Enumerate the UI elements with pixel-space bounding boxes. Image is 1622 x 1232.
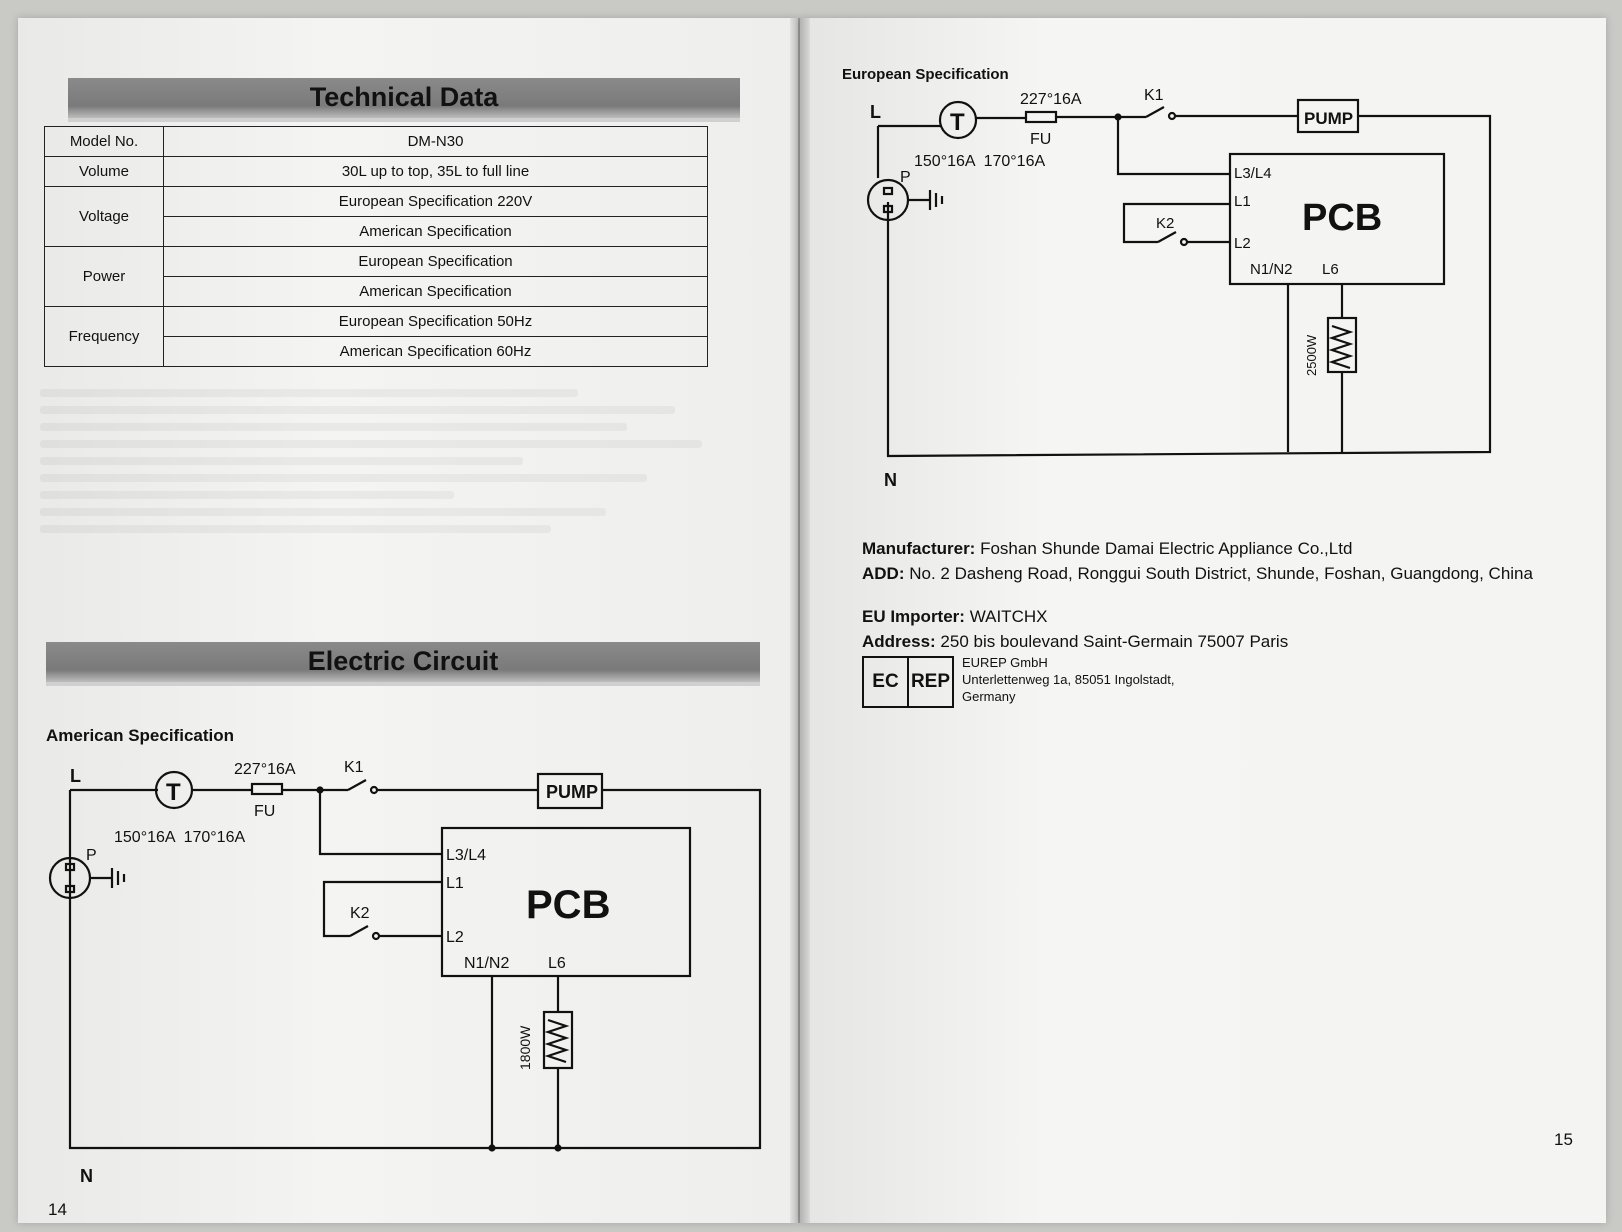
am-fu-label: FU [254,803,275,820]
add-value: No. 2 Dasheng Road, Ronggui South Distri… [909,564,1533,583]
am-k1-label: K1 [344,759,364,776]
am-heater-rating: 1800W [517,1025,533,1070]
eu-fu-label: FU [1030,131,1051,148]
address-label: Address: [862,632,936,651]
eu-thermostat-symbol: T [950,109,965,136]
electric-circuit-title: Electric Circuit [307,646,499,676]
eu-pcb-label: PCB [1302,197,1382,239]
row-value-voltage-us: American Specification [163,216,708,247]
add-label: ADD: [862,564,905,583]
european-spec-label: European Specification [842,66,1009,83]
eu-l-label: L [870,102,881,122]
add-line: ADD: No. 2 Dasheng Road, Ronggui South D… [862,561,1533,586]
page-number-right: 15 [1554,1130,1573,1149]
table-row: Volume 30L up to top, 35L to full line [44,156,708,187]
eu-l3l4-label: L3/L4 [1234,165,1272,182]
row-value-voltage-eu: European Specification 220V [163,186,708,217]
address-value: 250 bis boulevand Saint-Germain 75007 Pa… [940,632,1289,651]
table-row: Power European Specification [44,246,708,307]
book-gutter [790,18,810,1223]
row-label-frequency: Frequency [44,306,164,367]
eu-l2-label: L2 [1234,235,1251,252]
eu-n1n2-label: N1/N2 [1250,261,1293,278]
address-line: Address: 250 bis boulevand Saint-Germain… [862,629,1533,654]
row-value-volume: 30L up to top, 35L to full line [163,156,708,187]
eurep-line2: Unterlettenweg 1a, 85051 Ingolstadt, [962,672,1175,687]
eu-pump-label: PUMP [1304,109,1353,128]
am-l6-label: L6 [548,955,566,972]
ec-rep-symbol: EC REP [862,656,954,708]
eurep-address: EUREP GmbH Unterlettenweg 1a, 85051 Ingo… [962,654,1174,705]
row-value-frequency-us: American Specification 60Hz [163,336,708,367]
am-thermostat-symbol: T [166,779,181,806]
rep-text: REP [907,658,952,706]
eu-n-label: N [884,470,897,490]
manufacturer-line: Manufacturer: Foshan Shunde Damai Electr… [862,536,1533,561]
american-spec-label: American Specification [46,726,235,745]
row-value-power-eu: European Specification [163,246,708,277]
eu-l1-label: L1 [1234,193,1251,210]
page-right [800,18,1606,1223]
european-circuit-diagram: L T 227°16A FU 150°16A 170°16A K1 PUMP P… [866,87,1492,490]
am-thermostat-rating: 150°16A 170°16A [114,829,245,846]
row-value-frequency-eu: European Specification 50Hz [163,306,708,337]
eurep-line1: EUREP GmbH [962,655,1048,670]
row-label-voltage: Voltage [44,186,164,247]
table-row: Voltage European Specification 220V [44,186,708,247]
am-l1-label: L1 [446,875,464,892]
table-row: American Specification [45,216,708,247]
eu-l6-label: L6 [1322,261,1339,278]
am-p-label: P [86,847,97,864]
importer-label: EU Importer: [862,607,965,626]
importer-line: EU Importer: WAITCHX [862,604,1533,629]
american-circuit-diagram: L T 227°16A FU 150°16A 170°16A K1 PUMP P… [48,759,762,1186]
technical-data-title: Technical Data [309,82,499,112]
page-number-left: 14 [48,1200,67,1219]
eu-p-label: P [900,169,911,186]
manufacturer-info: Manufacturer: Foshan Shunde Damai Electr… [862,536,1533,654]
technical-data-table: Model No. DM-N30 Volume 30L up to top, 3… [44,126,708,367]
eurep-line3: Germany [962,689,1016,704]
row-value-power-us: American Specification [163,276,708,307]
manufacturer-value: Foshan Shunde Damai Electric Appliance C… [980,539,1353,558]
electric-circuit-header: Electric Circuit [46,642,760,686]
am-pump-label: PUMP [546,782,598,802]
importer-value: WAITCHX [969,607,1048,626]
am-l3l4-label: L3/L4 [446,847,486,864]
am-fuse-rating: 227°16A [234,761,296,778]
eu-k2-label: K2 [1156,215,1174,232]
row-label-volume: Volume [44,156,164,187]
am-n1n2-label: N1/N2 [464,955,509,972]
eu-k1-label: K1 [1144,87,1164,104]
am-k2-label: K2 [350,905,370,922]
row-label-power: Power [44,246,164,307]
table-row: American Specification 60Hz [45,336,708,367]
am-pcb-label: PCB [526,883,610,927]
technical-data-header: Technical Data [68,78,740,122]
eu-thermostat-rating: 150°16A 170°16A [914,153,1045,170]
show-through-text [40,380,730,610]
ec-text: EC [872,671,899,692]
row-label-model: Model No. [44,126,164,157]
table-row: Model No. DM-N30 [44,126,708,157]
am-l2-label: L2 [446,929,464,946]
table-row: Frequency European Specification 50Hz [44,306,708,367]
am-l-label: L [70,766,81,786]
am-n-label: N [80,1166,93,1186]
eu-fuse-rating: 227°16A [1020,91,1082,108]
manufacturer-label: Manufacturer: [862,539,976,558]
eu-heater-rating: 2500W [1304,334,1319,376]
row-value-model: DM-N30 [163,126,708,157]
